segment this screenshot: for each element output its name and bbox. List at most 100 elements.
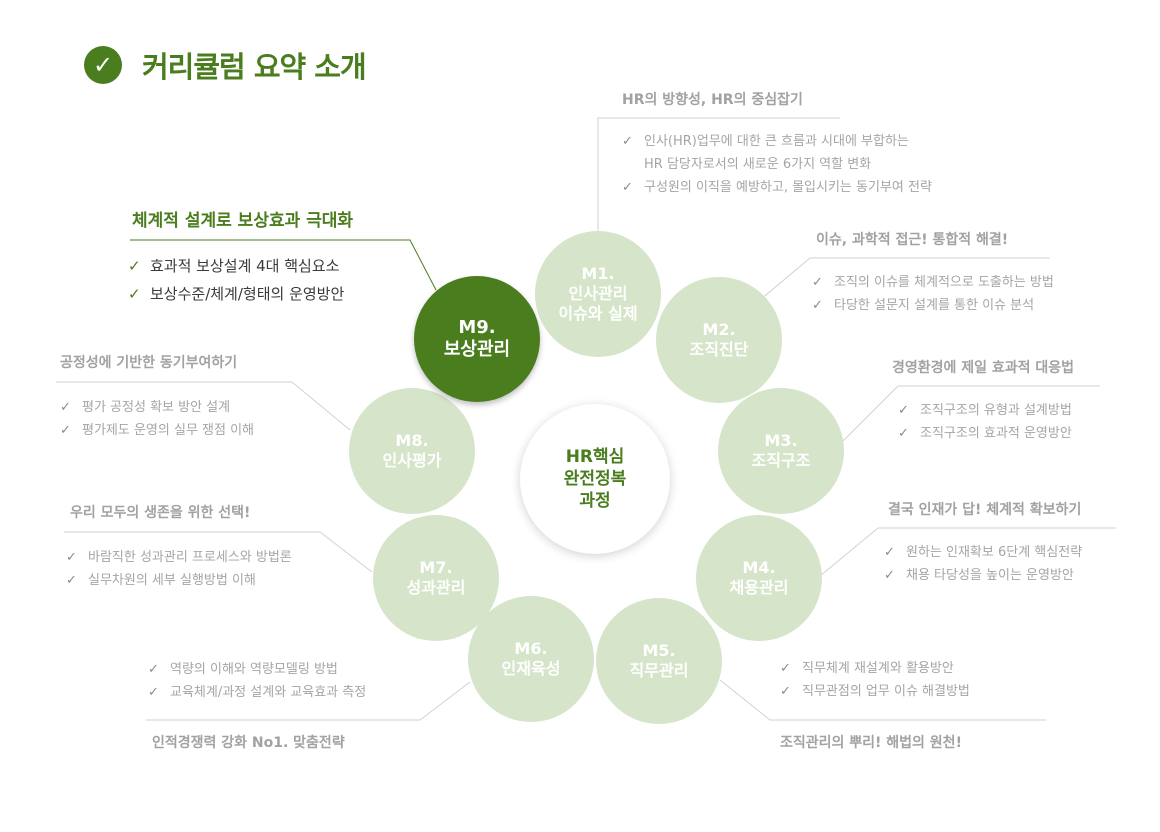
module-node-m7[interactable]: M7. 성과관리 — [373, 515, 499, 641]
module-code: M6. — [514, 639, 548, 658]
module-name: 조직구조 — [751, 451, 811, 470]
module-node-m5[interactable]: M5. 직무관리 — [596, 598, 722, 724]
detail-m7-heading-block: 우리 모두의 생존을 위한 선택! — [70, 502, 250, 522]
detail-item: ✓직무체계 재설계와 활용방안 — [780, 657, 970, 680]
checkmark-icon: ✓ — [898, 403, 909, 418]
detail-item: ✓채용 타당성을 높이는 운영방안 — [884, 564, 1082, 587]
module-code: M2. — [702, 320, 736, 339]
detail-m7: ✓바람직한 성과관리 프로세스와 방법론 ✓실무차원의 세부 실행방법 이해 — [66, 546, 292, 592]
detail-item: ✓조직의 이슈를 체계적으로 도출하는 방법 — [812, 271, 1054, 294]
module-name: 인사평가 — [382, 451, 442, 470]
detail-item: ✓바람직한 성과관리 프로세스와 방법론 — [66, 546, 292, 569]
detail-m5-heading-block: 조직관리의 뿌리! 해법의 원천! — [780, 732, 962, 752]
module-code: M7. — [419, 558, 453, 577]
checkmark-icon: ✓ — [622, 134, 633, 149]
detail-item: ✓실무차원의 세부 실행방법 이해 — [66, 569, 292, 592]
detail-item: ✓타당한 설문지 설계를 통한 이슈 분석 — [812, 294, 1054, 317]
checkmark-icon: ✓ — [66, 573, 77, 588]
detail-item: HR 담당자로서의 새로운 6가지 역할 변화 — [622, 153, 932, 176]
detail-item: ✓인사(HR)업무에 대한 큰 흐름과 시대에 부합하는 — [622, 130, 932, 153]
detail-item: ✓조직구조의 유형과 설계방법 — [898, 399, 1072, 422]
checkmark-icon: ✓ — [128, 257, 141, 275]
module-node-m1[interactable]: M1. 인사관리 이슈와 실제 — [535, 231, 661, 357]
module-node-m3[interactable]: M3. 조직구조 — [718, 388, 844, 514]
detail-m6-heading-block: 인적경쟁력 강화 No1. 맞춤전략 — [152, 732, 345, 752]
module-node-m8[interactable]: M8. 인사평가 — [349, 388, 475, 514]
detail-heading: 인적경쟁력 강화 No1. 맞춤전략 — [152, 735, 345, 751]
checkmark-icon: ✓ — [128, 285, 141, 303]
detail-m1: ✓인사(HR)업무에 대한 큰 흐름과 시대에 부합하는 HR 담당자로서의 새… — [622, 130, 932, 199]
detail-item: ✓조직구조의 효과적 운영방안 — [898, 422, 1072, 445]
detail-heading: 이슈, 과학적 접근! 통합적 해결! — [816, 232, 1009, 248]
detail-item: ✓보상수준/체계/형태의 운영방안 — [128, 280, 344, 308]
checkmark-icon: ✓ — [66, 550, 77, 565]
checkmark-icon: ✓ — [812, 298, 823, 313]
detail-heading: 공정성에 기반한 동기부여하기 — [60, 355, 238, 371]
module-code: M9. — [458, 316, 496, 338]
connector-m5 — [719, 679, 1046, 721]
center-label-line: 과정 — [579, 491, 611, 512]
detail-m8-heading-block: 공정성에 기반한 동기부여하기 — [60, 352, 237, 372]
detail-item: ✓구성원의 이직을 예방하고, 몰입시키는 동기부여 전략 — [622, 176, 932, 199]
module-node-m2[interactable]: M2. 조직진단 — [656, 277, 782, 403]
checkmark-icon: ✓ — [812, 275, 823, 290]
detail-item: ✓직무관점의 업무 이슈 해결방법 — [780, 680, 970, 703]
detail-heading: 우리 모두의 생존을 위한 선택! — [70, 505, 251, 521]
connector-m9 — [130, 239, 437, 291]
module-node-m4[interactable]: M4. 채용관리 — [696, 515, 822, 641]
checkmark-icon: ✓ — [60, 423, 71, 438]
detail-m3-heading-block: 경영환경에 제일 효과적 대응법 — [892, 357, 1074, 377]
check-circle-icon: ✓ — [84, 46, 122, 84]
detail-item: ✓원하는 인재확보 6단계 핵심전략 — [884, 541, 1082, 564]
detail-m4: ✓원하는 인재확보 6단계 핵심전략 ✓채용 타당성을 높이는 운영방안 — [884, 541, 1082, 587]
detail-item: ✓역량의 이해와 역량모델링 방법 — [148, 658, 366, 681]
checkmark-icon: ✓ — [60, 400, 71, 415]
detail-m5: ✓직무체계 재설계와 활용방안 ✓직무관점의 업무 이슈 해결방법 — [780, 657, 970, 703]
checkmark-icon: ✓ — [148, 662, 159, 677]
detail-m6: ✓역량의 이해와 역량모델링 방법 ✓교육체계/과정 설계와 교육효과 측정 — [148, 658, 366, 704]
detail-m1-heading-block: HR의 방향성, HR의 중심잡기 — [622, 89, 803, 109]
module-code: M4. — [742, 558, 776, 577]
module-code: M1. — [581, 264, 615, 283]
connector-m4 — [819, 527, 1116, 577]
module-node-m9[interactable]: M9. 보상관리 — [414, 276, 540, 402]
detail-item: ✓교육체계/과정 설계와 교육효과 측정 — [148, 681, 366, 704]
connector-m6 — [146, 681, 471, 721]
checkmark-icon: ✓ — [884, 568, 895, 583]
detail-heading: 결국 인재가 답! 체계적 확보하기 — [888, 502, 1082, 518]
checkmark-icon: ✓ — [780, 661, 791, 676]
checkmark-icon: ✓ — [884, 545, 895, 560]
detail-heading: 체계적 설계로 보상효과 극대화 — [132, 211, 354, 231]
detail-m4-heading-block: 결국 인재가 답! 체계적 확보하기 — [888, 499, 1081, 519]
detail-m9: ✓효과적 보상설계 4대 핵심요소 ✓보상수준/체계/형태의 운영방안 — [128, 252, 344, 308]
module-name: 이슈와 실제 — [558, 304, 638, 323]
module-code: M5. — [642, 641, 676, 660]
checkmark-icon: ✓ — [780, 684, 791, 699]
connector-m1 — [597, 117, 840, 232]
module-name: 성과관리 — [406, 578, 466, 597]
page-header: ✓ 커리큘럼 요약 소개 — [84, 44, 367, 86]
module-node-m6[interactable]: M6. 인재육성 — [468, 596, 594, 722]
detail-m3: ✓조직구조의 유형과 설계방법 ✓조직구조의 효과적 운영방안 — [898, 399, 1072, 445]
module-name: 조직진단 — [689, 340, 749, 359]
detail-item: ✓평가제도 운영의 실무 쟁점 이해 — [60, 419, 254, 442]
module-name: 채용관리 — [729, 578, 789, 597]
connector-m2 — [759, 257, 1050, 301]
module-code: M8. — [395, 431, 429, 450]
detail-item: ✓평가 공정성 확보 방안 설계 — [60, 396, 254, 419]
detail-m2: ✓조직의 이슈를 체계적으로 도출하는 방법 ✓타당한 설문지 설계를 통한 이… — [812, 271, 1054, 317]
detail-heading: HR의 방향성, HR의 중심잡기 — [622, 92, 803, 108]
center-circle: HR핵심 완전정복 과정 — [520, 404, 670, 554]
checkmark-icon: ✓ — [148, 685, 159, 700]
module-name: 보상관리 — [443, 339, 511, 360]
detail-heading: 경영환경에 제일 효과적 대응법 — [892, 360, 1075, 376]
connector-m3 — [837, 385, 1100, 447]
module-code: M3. — [764, 431, 798, 450]
module-name: 인사관리 — [568, 284, 628, 303]
detail-item: ✓효과적 보상설계 4대 핵심요소 — [128, 252, 344, 280]
detail-heading: 조직관리의 뿌리! 해법의 원천! — [780, 735, 962, 751]
center-label-line: HR핵심 — [565, 446, 625, 467]
checkmark-icon — [622, 153, 644, 176]
checkmark-icon: ✓ — [622, 180, 633, 195]
